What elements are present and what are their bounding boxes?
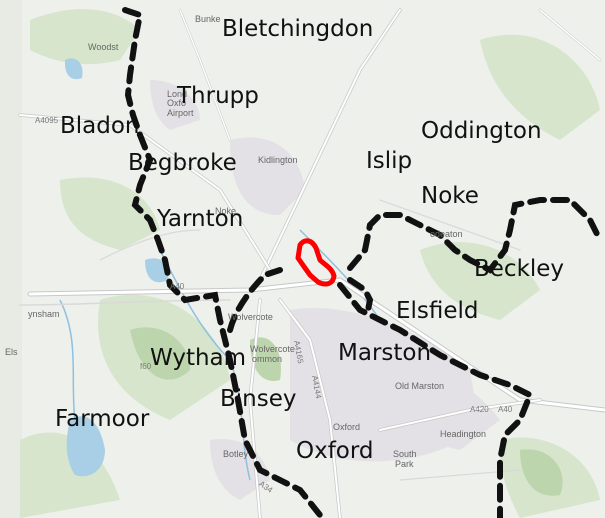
village-label-wytham: Wytham bbox=[150, 345, 247, 371]
basemap-label: Park bbox=[395, 459, 414, 469]
village-label-farmoor: Farmoor bbox=[55, 406, 150, 432]
village-label-thrupp: Thrupp bbox=[177, 83, 259, 109]
dark-woodland-areas bbox=[130, 327, 563, 496]
basemap-label: South bbox=[393, 449, 417, 459]
road-number: A40 bbox=[170, 282, 185, 291]
village-label-beckley: Beckley bbox=[474, 256, 565, 282]
village-label-binsey: Binsey bbox=[220, 386, 297, 412]
basemap-label: Botley bbox=[223, 449, 249, 459]
road-number: A420 bbox=[470, 405, 489, 414]
basemap-label: Airport bbox=[167, 108, 194, 118]
parish-boundary bbox=[122, 7, 603, 518]
basemap-label: Oxford bbox=[333, 422, 361, 432]
basemap-label: Kidlington bbox=[258, 155, 298, 165]
village-label-yarnton: Yarnton bbox=[157, 206, 244, 232]
basemap-label: Old Marston bbox=[395, 381, 445, 391]
village-label-islip: Islip bbox=[366, 148, 413, 174]
basemap-label: Wolvercote bbox=[228, 312, 273, 322]
basemap-label: Noke bbox=[215, 206, 237, 216]
basemap-label: Woodst bbox=[88, 42, 119, 52]
highlighted-area bbox=[295, 238, 337, 287]
basemap-label: Els bbox=[5, 347, 18, 357]
village-label-oddington: Oddington bbox=[421, 118, 542, 144]
basemap-label: odeaton bbox=[430, 229, 463, 239]
basemap-label: Oxfo bbox=[167, 98, 187, 108]
road-number: f60 bbox=[140, 362, 152, 371]
village-label-elsfield: Elsfield bbox=[396, 298, 479, 324]
road-number: A40 bbox=[498, 405, 513, 414]
urban-areas bbox=[150, 80, 500, 500]
basemap-label: ynsham bbox=[28, 309, 60, 319]
village-label-noke: Noke bbox=[421, 183, 479, 209]
village-label-begbroke: Begbroke bbox=[128, 150, 237, 176]
basemap-label: Bunke bbox=[195, 14, 221, 24]
basemap-label: Lond bbox=[167, 89, 188, 99]
basemap-label: Headington bbox=[440, 429, 487, 439]
basemap-label: ommon bbox=[252, 354, 283, 364]
water-bodies bbox=[64, 58, 169, 477]
village-label-bladon: Bladon bbox=[60, 113, 140, 139]
village-label-bletchingdon: Bletchingdon bbox=[222, 16, 374, 42]
village-label-marston: Marston bbox=[338, 340, 432, 366]
basemap-label: Wolvercote bbox=[250, 344, 295, 354]
village-label-oxford: Oxford bbox=[296, 438, 374, 464]
road-number: A4095 bbox=[35, 116, 59, 125]
